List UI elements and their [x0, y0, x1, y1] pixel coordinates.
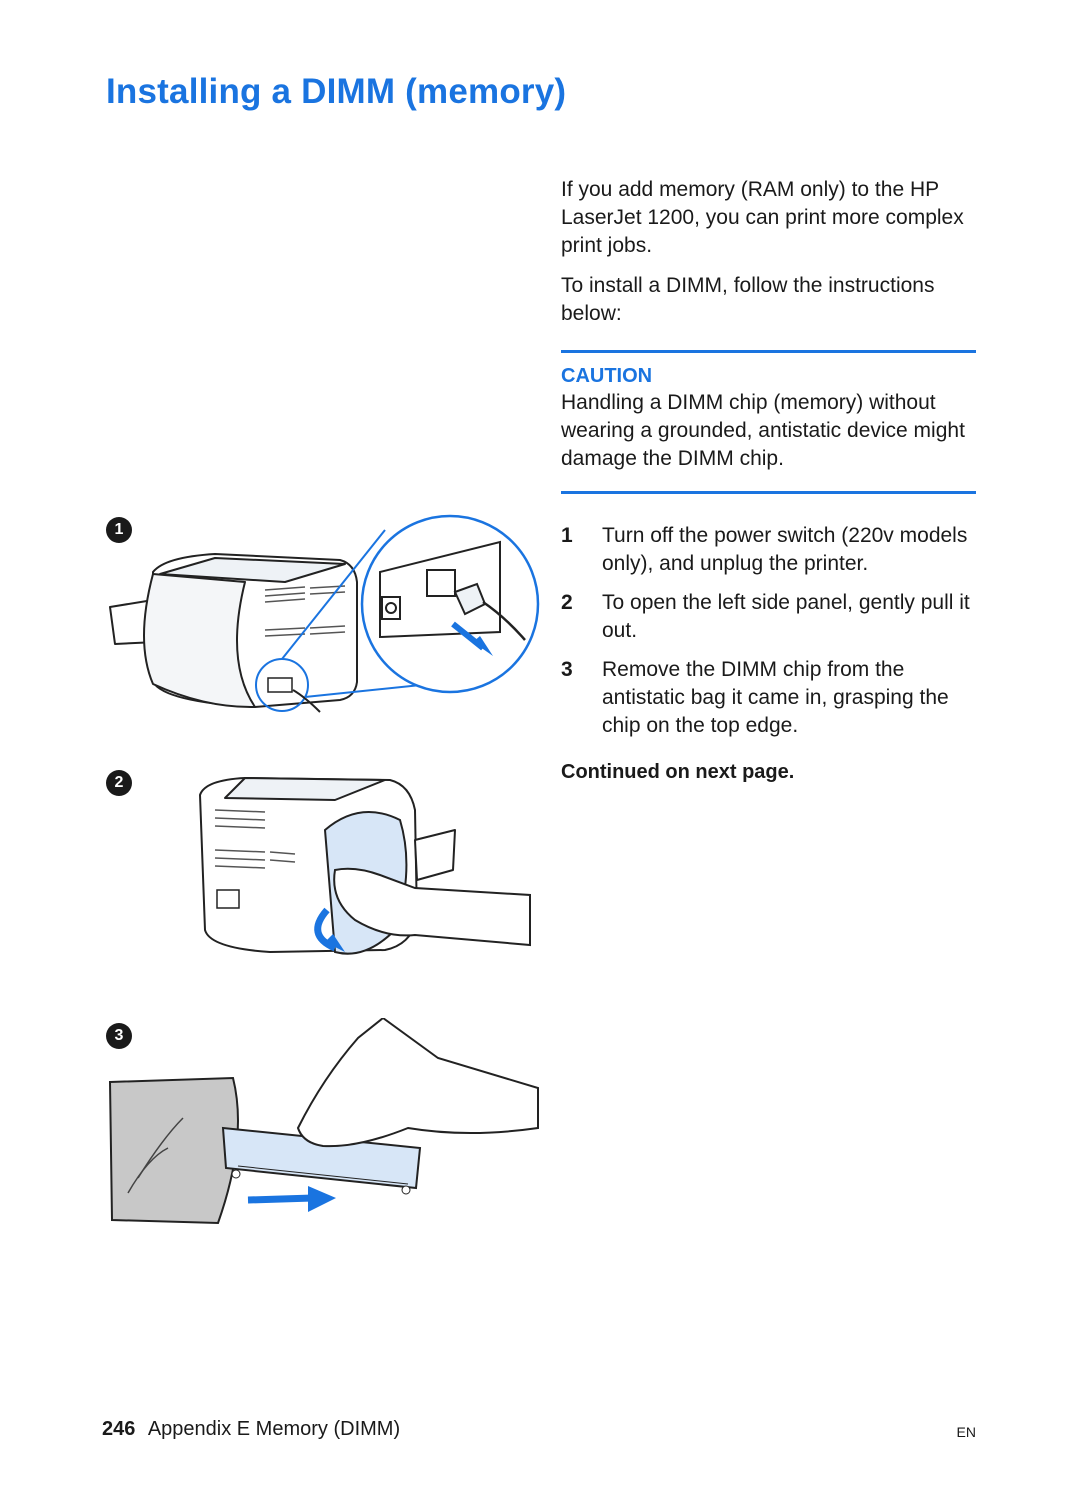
footer-language: EN — [956, 1424, 976, 1440]
figure-badge-1: 1 — [106, 517, 132, 543]
intro-paragraph-2: To install a DIMM, follow the instructio… — [561, 274, 935, 325]
step-number: 1 — [561, 524, 573, 547]
step-item: 3 Remove the DIMM chip from the antistat… — [561, 656, 981, 740]
caution-text: Handling a DIMM chip (memory) without we… — [561, 391, 965, 470]
open-side-panel-illustration — [185, 770, 535, 975]
step-number: 2 — [561, 591, 573, 614]
step-item: 2 To open the left side panel, gently pu… — [561, 589, 981, 645]
figure-badge-3: 3 — [106, 1023, 132, 1049]
intro-paragraph-1: If you add memory (RAM only) to the HP L… — [561, 178, 964, 257]
printer-unplug-icon — [109, 514, 540, 713]
body-text-column: If you add memory (RAM only) to the HP L… — [561, 176, 981, 786]
step-number: 3 — [561, 658, 573, 681]
step-text: Turn off the power switch (220v models o… — [602, 524, 968, 575]
page-title: Installing a DIMM (memory) — [106, 72, 567, 111]
page-footer: 246 Appendix E Memory (DIMM) — [102, 1418, 400, 1441]
remove-dimm-illustration — [108, 1016, 548, 1233]
printer-unplug-illustration — [105, 512, 545, 727]
figure-badge-2: 2 — [106, 770, 132, 796]
caution-box: CAUTION Handling a DIMM chip (memory) wi… — [561, 350, 976, 494]
step-item: 1 Turn off the power switch (220v models… — [561, 522, 981, 578]
footer-section: Appendix E Memory (DIMM) — [147, 1418, 401, 1440]
step-text: Remove the DIMM chip from the antistatic… — [602, 658, 949, 737]
page-number: 246 — [102, 1418, 136, 1440]
continued-note: Continued on next page. — [561, 761, 795, 783]
dimm-chip-icon — [108, 1016, 539, 1225]
step-text: To open the left side panel, gently pull… — [602, 591, 970, 642]
caution-heading: CAUTION — [561, 365, 653, 387]
steps-list: 1 Turn off the power switch (220v models… — [561, 522, 981, 740]
side-panel-icon — [199, 777, 531, 955]
